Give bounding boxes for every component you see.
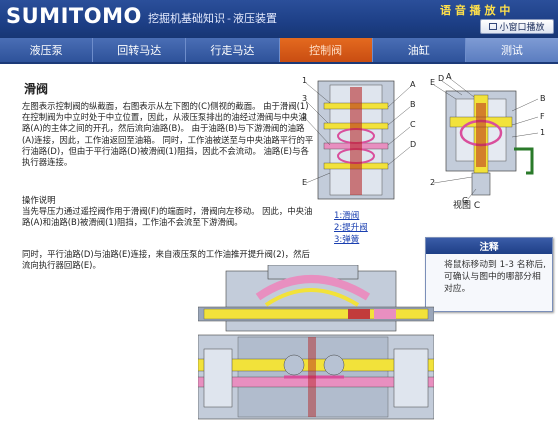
component-legend: 1:滑阀 2:提升阀 3:弹簧: [334, 210, 368, 246]
tab-swing-motor[interactable]: 回转马达: [93, 38, 187, 62]
page-subtitle: 液压装置: [232, 12, 277, 25]
tab-label: 行走马达: [210, 44, 255, 57]
note-body: 将鼠标移动到 1-3 名称后,可确认与图中的哪部分相对应。: [444, 260, 546, 294]
window-icon: [489, 23, 498, 30]
tab-label: 液压泵: [29, 44, 63, 57]
spool-operation-diagram: [198, 265, 434, 420]
description-paragraph: 左图表示控制阀的纵截面，右图表示从左下图的(C)侧视的截面。 由于滑阀(1)在控…: [22, 101, 314, 168]
tab-label: 测试: [500, 44, 523, 57]
title-separator: -: [227, 12, 231, 25]
tab-cylinder[interactable]: 油缸: [373, 38, 466, 62]
legend-link-spring[interactable]: 3:弹簧: [334, 235, 360, 245]
diagram-label: E: [302, 178, 307, 187]
main-nav: 液压泵 回转马达 行走马达 控制阀 油缸 测试: [0, 38, 558, 64]
tab-test[interactable]: 测试: [465, 38, 558, 62]
diagram-label: 2: [430, 178, 435, 187]
diagram-label: 3: [302, 94, 307, 103]
app-title: 挖掘机基础知识: [148, 12, 225, 25]
page-title: 挖掘机基础知识-液压装置: [148, 10, 277, 26]
valve-longitudinal-diagram: 1 3 2 A B C D E: [302, 76, 416, 200]
section-title: 滑阀: [24, 82, 49, 96]
mini-window-label: 小窗口播放: [499, 23, 545, 33]
voice-playing-banner: 语 音 播 放 中: [440, 4, 511, 17]
tab-travel-motor[interactable]: 行走马达: [186, 38, 280, 62]
diagram-label: G: [462, 196, 468, 205]
tab-hydraulic-pump[interactable]: 液压泵: [0, 38, 94, 62]
mini-window-button[interactable]: 小窗口播放: [480, 19, 554, 34]
diagram-label: A: [446, 73, 452, 81]
diagram-label: A: [410, 80, 416, 89]
diagram-label: 1: [540, 128, 545, 137]
diagram-label: D: [410, 140, 416, 149]
diagram-label: E: [430, 78, 435, 87]
view-c-label: 视图 C: [453, 201, 481, 211]
legend-link-poppet[interactable]: 2:提升阀: [334, 223, 368, 233]
brand-logo: SUMITOMO: [6, 4, 142, 28]
note-box: 注释 将鼠标移动到 1-3 名称后,可确认与图中的哪部分相对应。: [425, 237, 553, 312]
diagram-label: F: [540, 112, 545, 121]
valve-side-view-diagram: E D A B F 1 2 G: [430, 73, 546, 205]
operation-paragraph: 操作说明 当先导压力通过遥控阀作用于滑阀(F)的端面时，滑阀向左移动。 因此，中…: [22, 195, 313, 228]
diagram-label: B: [540, 94, 546, 103]
diagram-label: D: [438, 74, 444, 83]
tab-control-valve[interactable]: 控制阀: [279, 38, 373, 62]
diagram-label: B: [410, 100, 416, 109]
app-header: SUMITOMO 挖掘机基础知识-液压装置 语 音 播 放 中 小窗口播放: [0, 0, 558, 38]
diagram-label: 2: [302, 112, 307, 121]
tab-label: 油缸: [407, 44, 430, 57]
diagram-label: C: [410, 120, 416, 129]
note-title: 注释: [426, 238, 552, 254]
diagram-label: 1: [302, 76, 307, 85]
tab-label: 回转马达: [117, 44, 162, 57]
tab-label: 控制阀: [309, 44, 343, 57]
legend-link-spool[interactable]: 1:滑阀: [334, 211, 360, 221]
parallel-paragraph: 同时，平行油路(D)与油路(E)连接，来自液压泵的工作油推开提升阀(2)，然后流…: [22, 249, 310, 271]
